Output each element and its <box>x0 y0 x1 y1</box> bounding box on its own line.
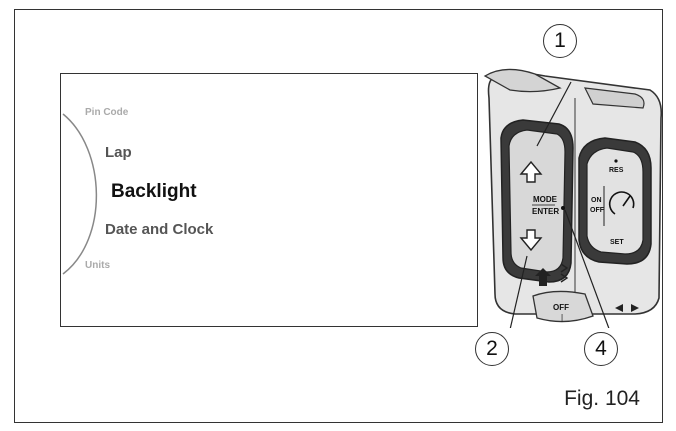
menu-item-backlight: Backlight <box>111 181 197 202</box>
on-label: ON <box>591 197 602 204</box>
handlebar-switch-block: MODE ENTER RES ON OFF SET OFF | <box>483 68 663 328</box>
mode-label: MODE <box>533 195 558 204</box>
figure-caption: Fig. 104 <box>564 387 640 410</box>
cruise-control-icon <box>608 191 635 215</box>
menu-item-pin-code: Pin Code <box>85 107 129 118</box>
set-label: SET <box>610 239 624 246</box>
off-label: OFF <box>590 207 605 214</box>
right-button-panel: RES ON OFF SET <box>578 137 652 265</box>
dashboard-display: Pin Code Lap Backlight Date and Clock Un… <box>60 73 478 327</box>
menu-item-lap: Lap <box>105 144 132 161</box>
callout-2: 2 <box>475 332 509 366</box>
left-button-panel: MODE ENTER <box>500 119 574 283</box>
callout-1: 1 <box>543 24 577 58</box>
menu-item-units: Units <box>85 260 110 271</box>
res-label: RES <box>609 167 624 174</box>
callout-4: 4 <box>584 332 618 366</box>
off-switch-mark: | <box>561 313 563 322</box>
figure-frame: Pin Code Lap Backlight Date and Clock Un… <box>14 9 663 423</box>
off-switch-label: OFF <box>553 303 569 312</box>
menu-arc-icon <box>62 113 98 275</box>
menu-item-date-and-clock: Date and Clock <box>105 221 214 238</box>
enter-label: ENTER <box>532 207 559 216</box>
